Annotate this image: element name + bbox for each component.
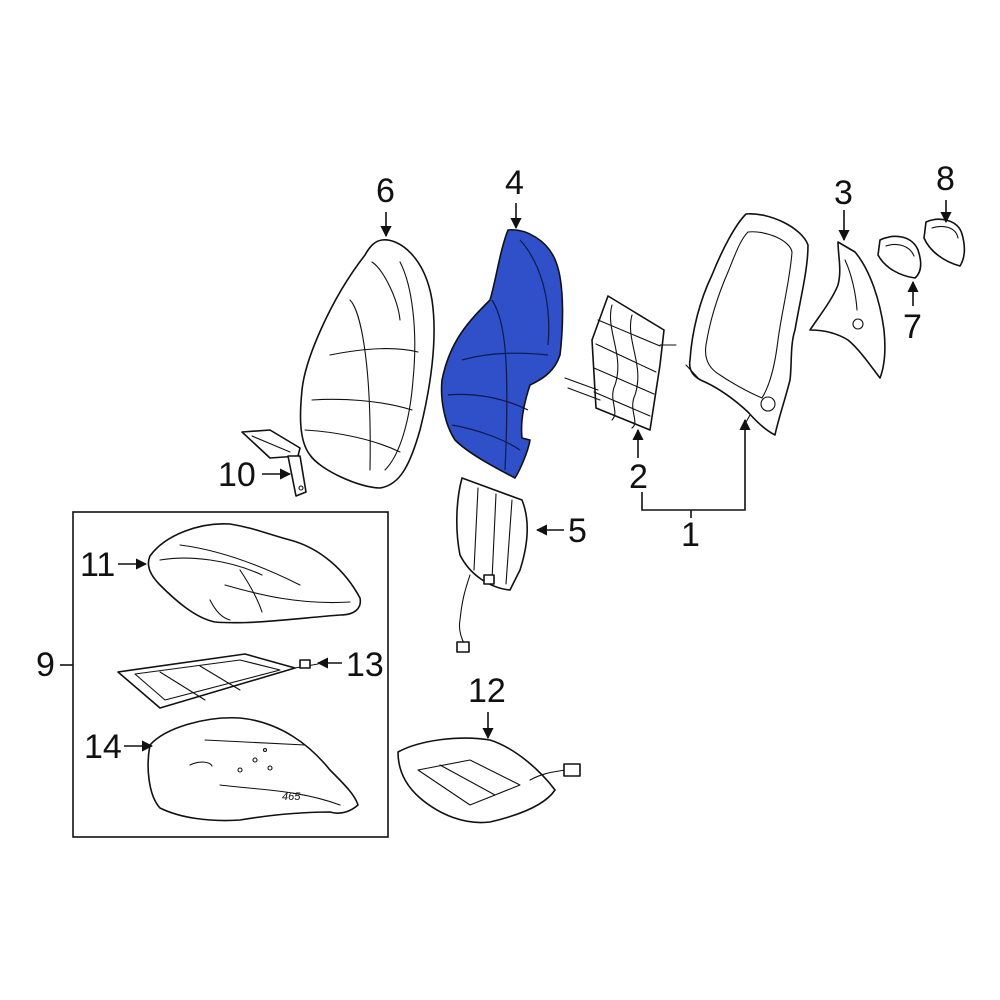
callout-1: 1	[681, 516, 700, 554]
callout-14: 14	[84, 728, 122, 766]
part-6-back-cover[interactable]	[299, 239, 435, 489]
callout-4: 4	[505, 164, 524, 202]
leader-lines	[60, 200, 952, 752]
part-2-spring-mat[interactable]	[564, 295, 677, 431]
callout-11: 11	[80, 546, 115, 584]
part-10-bracket[interactable]	[241, 429, 307, 497]
callout-2: 2	[629, 458, 648, 496]
callout-5: 5	[568, 512, 587, 550]
callout-10: 10	[218, 456, 256, 494]
callout-labels: 6 4 3 8 7 10 5 2 1 11 9 13 14 12	[36, 160, 955, 766]
callout-12: 12	[468, 672, 506, 710]
part-8-cap[interactable]	[923, 218, 966, 267]
part-1-back-frame[interactable]	[685, 213, 809, 436]
part-3-side-trim[interactable]	[809, 241, 886, 379]
callout-6: 6	[376, 172, 395, 210]
group-9-box	[72, 511, 389, 838]
callout-9: 9	[36, 646, 55, 684]
callout-13: 13	[346, 646, 384, 684]
part-11-seat-cover[interactable]	[147, 523, 362, 624]
part-14-seat-pad[interactable]: 465	[147, 717, 359, 822]
part-13-sensor-mat[interactable]	[117, 653, 319, 709]
part-5-heater-pad[interactable]	[456, 477, 528, 653]
callout-7: 7	[903, 308, 922, 346]
callout-3: 3	[834, 174, 853, 212]
part-4-back-cushion-highlighted[interactable]	[440, 229, 564, 479]
part-12-seat-heater[interactable]	[397, 737, 581, 824]
part-stamp: 465	[282, 791, 301, 803]
callout-8: 8	[936, 160, 955, 198]
part-7-cap[interactable]	[877, 235, 922, 279]
